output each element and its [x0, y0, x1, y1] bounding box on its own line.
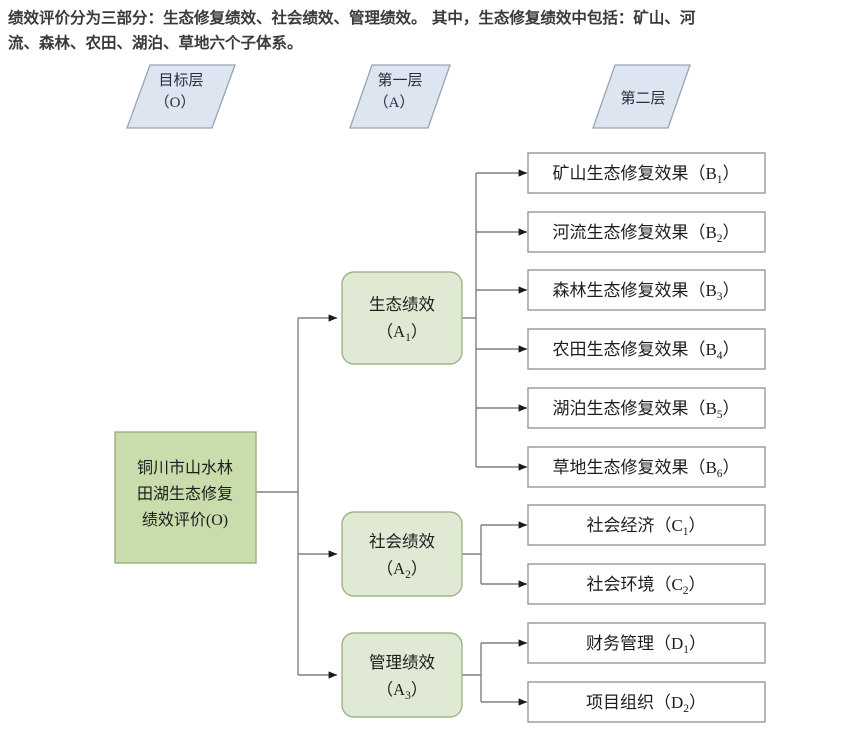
leaf-b4-label: 农田生态修复效果（B4） [552, 340, 739, 362]
leaf-b6-label: 草地生态修复效果（B6） [552, 458, 739, 480]
branch-a1-line1: 生态绩效 [369, 295, 435, 314]
branch-a3-line1: 管理绩效 [369, 653, 435, 672]
header-goal-layer-line2: （O） [155, 94, 196, 111]
leaf-b6[interactable]: 草地生态修复效果（B6） [527, 446, 766, 488]
caption-line-2: 流、森林、农田、湖泊、草地六个子体系。 [8, 34, 303, 52]
leaf-b3-label: 森林生态修复效果（B3） [552, 281, 739, 303]
leaf-b5[interactable]: 湖泊生态修复效果（B5） [527, 387, 766, 429]
header-first-layer-line1: 第一层 [377, 71, 422, 89]
root-node-line3: 绩效评价(O) [142, 511, 228, 529]
root-node[interactable]: 铜川市山水林 田湖生态修复 绩效评价(O) [114, 431, 257, 564]
leaf-b2[interactable]: 河流生态修复效果（B2） [527, 211, 766, 253]
branch-a3[interactable]: 管理绩效 （A3） [341, 632, 463, 718]
leaf-b1[interactable]: 矿山生态修复效果（B1） [527, 152, 766, 194]
connector-a3-bus [462, 639, 528, 706]
connector-a2-bus [462, 521, 528, 588]
caption-line-1: 绩效评价分为三部分：生态修复绩效、社会绩效、管理绩效。 其中，生态修复绩效中包括… [8, 9, 696, 27]
header-first-layer: 第一层 （A） [349, 64, 451, 129]
root-node-line2: 田湖生态修复 [137, 485, 233, 503]
leaf-b3[interactable]: 森林生态修复效果（B3） [527, 269, 766, 311]
leaf-b2-label: 河流生态修复效果（B2） [552, 223, 739, 245]
leaf-b1-label: 矿山生态修复效果（B1） [552, 164, 739, 186]
branch-a2-line1: 社会绩效 [369, 532, 435, 551]
leaf-b4[interactable]: 农田生态修复效果（B4） [527, 328, 766, 370]
branch-a3-code: （A3） [377, 680, 428, 702]
header-goal-layer-line1: 目标层 [158, 72, 203, 89]
leaf-c2[interactable]: 社会环境（C2） [527, 563, 766, 605]
branch-a1-code: （A1） [377, 322, 428, 344]
leaf-c2-label: 社会环境（C2） [586, 575, 705, 597]
leaf-d2[interactable]: 项目组织（D2） [527, 681, 766, 723]
header-first-layer-line2: （A） [374, 94, 415, 111]
caption-text: 绩效评价分为三部分：生态修复绩效、社会绩效、管理绩效。 其中，生态修复绩效中包括… [8, 6, 844, 56]
leaf-d1[interactable]: 财务管理（D1） [527, 622, 766, 664]
branch-a1[interactable]: 生态绩效 （A1） [341, 271, 463, 365]
branch-a2-code: （A2） [377, 559, 428, 581]
leaf-c1[interactable]: 社会经济（C1） [527, 504, 766, 546]
leaf-c1-label: 社会经济（C1） [586, 516, 705, 538]
connector-root-bus [256, 314, 338, 679]
leaf-b5-label: 湖泊生态修复效果（B5） [552, 399, 739, 421]
connector-a1-bus [462, 169, 528, 471]
branch-a2[interactable]: 社会绩效 （A2） [341, 511, 463, 597]
leaf-d1-label: 财务管理（D1） [586, 634, 706, 656]
root-node-line1: 铜川市山水林 [137, 459, 233, 477]
leaf-d2-label: 项目组织（D2） [586, 693, 706, 715]
header-goal-layer: 目标层 （O） [126, 64, 236, 129]
header-second-layer: 第二层 [592, 64, 691, 129]
header-second-layer-line1: 第二层 [620, 89, 665, 107]
